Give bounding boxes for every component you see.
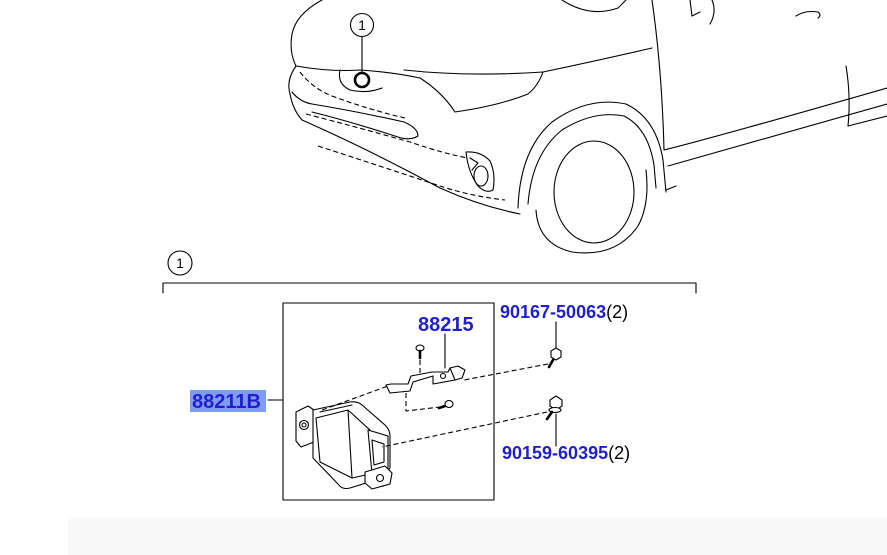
sensor-tab-hole-inner	[301, 422, 307, 428]
screw-top-drawing	[415, 344, 425, 360]
sensor-bottom-tab	[364, 465, 393, 490]
wheel-rim	[553, 140, 635, 244]
assembly-line-bolt-lower	[381, 411, 548, 448]
footer-band	[68, 518, 887, 555]
selection-highlight	[190, 390, 266, 412]
hidden-line	[299, 71, 406, 119]
grille-top-edge	[295, 65, 421, 79]
fog-lamp-detail	[469, 157, 479, 171]
screw-shank	[437, 404, 447, 410]
callout-number: 1	[358, 17, 366, 33]
sensor-radome-face	[315, 409, 353, 479]
callout-circle	[167, 250, 193, 276]
headlamp-lower-edge	[419, 71, 544, 113]
part-quantity: (2)	[608, 443, 630, 463]
grille-opening	[338, 69, 383, 93]
radar-sensor-drawing	[295, 401, 393, 490]
part-link-bolt-upper[interactable]: 90167-50063(2)	[500, 302, 628, 322]
assembly-line-bolt-upper	[463, 363, 549, 381]
sensor-side-edge	[347, 409, 371, 431]
part-number[interactable]: 90159-60395	[502, 443, 608, 463]
wheel-arch	[517, 101, 667, 209]
tire	[535, 169, 648, 254]
bolt-shank	[547, 358, 555, 369]
rear-door-sill	[847, 115, 887, 127]
bolt-lower-drawing	[545, 395, 563, 421]
hidden-line	[317, 145, 506, 201]
bumper-lower-edge	[301, 119, 521, 215]
bolt-head	[549, 395, 563, 411]
bolt-upper-drawing	[547, 347, 562, 369]
bracket-hole	[439, 372, 447, 380]
part-link-sensor[interactable]: 88211B	[192, 391, 261, 413]
sensor-connector	[367, 429, 389, 475]
sensor-bottom-tab-hole	[375, 473, 385, 483]
callout-vehicle[interactable]: 1	[349, 12, 375, 89]
rocker-panel-lower	[667, 103, 887, 167]
bracket-outline	[385, 365, 466, 394]
a-pillar-line	[709, 0, 715, 25]
parts-frame	[282, 302, 495, 501]
rocker-panel-top	[663, 87, 887, 151]
fender-top-line	[542, 47, 653, 73]
sensor-tab-hole	[298, 419, 310, 431]
part-link-bracket[interactable]: 88215	[418, 314, 474, 336]
sensor-top-rib	[319, 404, 353, 413]
callout-assembly[interactable]: 1	[167, 250, 193, 276]
screw-lower-drawing	[437, 399, 454, 410]
wheel-arch-inner	[527, 114, 657, 205]
callout-number: 1	[176, 255, 184, 271]
headlamp-upper-edge	[403, 69, 544, 75]
part-link-bolt-lower[interactable]: 90159-60395(2)	[502, 443, 630, 463]
part-number[interactable]: 90167-50063	[500, 302, 606, 322]
a-pillar-line	[689, 0, 701, 17]
bumper-corner	[288, 65, 303, 121]
fender-door-gap	[651, 0, 665, 151]
windshield-base	[561, 0, 627, 13]
lower-grille-slot	[291, 91, 419, 140]
vehicle-front-drawing	[288, 0, 887, 254]
assembly-line-sensor-bracket	[321, 385, 389, 411]
part-quantity: (2)	[606, 302, 628, 322]
bracket-drawing	[385, 365, 466, 394]
screw-head	[444, 399, 454, 409]
assembly-bracket-line	[162, 282, 697, 294]
door-rear-edge	[845, 65, 850, 127]
sill-edge	[665, 185, 677, 191]
front-contour	[290, 33, 297, 67]
fog-lamp	[473, 165, 489, 187]
bracket-flange-edge	[449, 367, 456, 381]
hidden-line	[305, 113, 469, 159]
hood-edge	[291, 0, 323, 35]
assembly-line-screw-lower	[405, 393, 441, 412]
sensor-connector-detail	[371, 439, 385, 466]
sensor-location-marker	[353, 71, 371, 89]
fog-lamp-bezel	[465, 151, 495, 192]
bolt-shank	[545, 410, 554, 421]
mirror-outline	[795, 10, 821, 19]
bolt-head	[550, 347, 562, 361]
